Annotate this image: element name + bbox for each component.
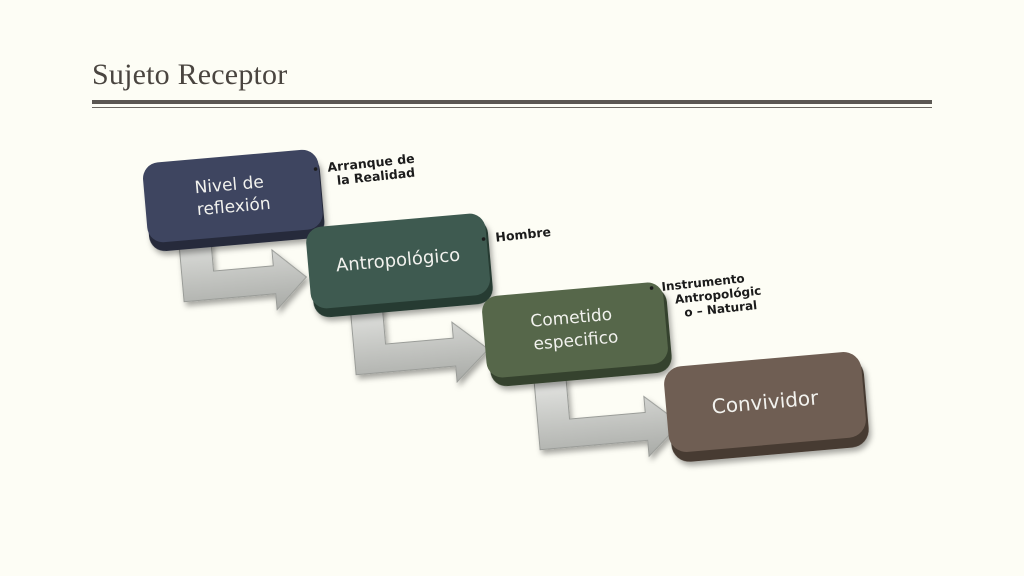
note-2-bullet (481, 237, 486, 241)
step-box-2: Antropológico (306, 213, 493, 318)
connector-arrow-2 (349, 301, 490, 384)
step-box-1: Nivel de reflexión (143, 149, 325, 252)
step-box-3-face (482, 282, 668, 378)
connector-arrow-1 (177, 228, 308, 311)
note-3-bullet (649, 286, 654, 290)
step-box-2-face (306, 213, 490, 309)
note-2-line-1: Hombre (495, 224, 552, 245)
connector-arrow-3 (533, 376, 682, 458)
note-2: Hombre (481, 224, 552, 245)
slide-title: Sujeto Receptor (92, 58, 288, 91)
note-1-bullet (313, 167, 318, 171)
step-box-3: Cometido especifico (482, 282, 672, 387)
note-1: Arranque de la Realidad (313, 150, 421, 188)
title-rule-thick (92, 100, 932, 104)
note-2-text: Hombre (495, 224, 552, 245)
title-rule-thin (92, 107, 932, 108)
step-box-4: Convividor (664, 352, 869, 462)
note-1-text: Arranque de la Realidad (327, 150, 421, 188)
step-box-1-face (143, 149, 323, 243)
step-box-4-face (664, 352, 866, 452)
arrows-group (177, 228, 682, 458)
note-3-text: Instrumento Antropológic o – Natural (661, 269, 768, 322)
